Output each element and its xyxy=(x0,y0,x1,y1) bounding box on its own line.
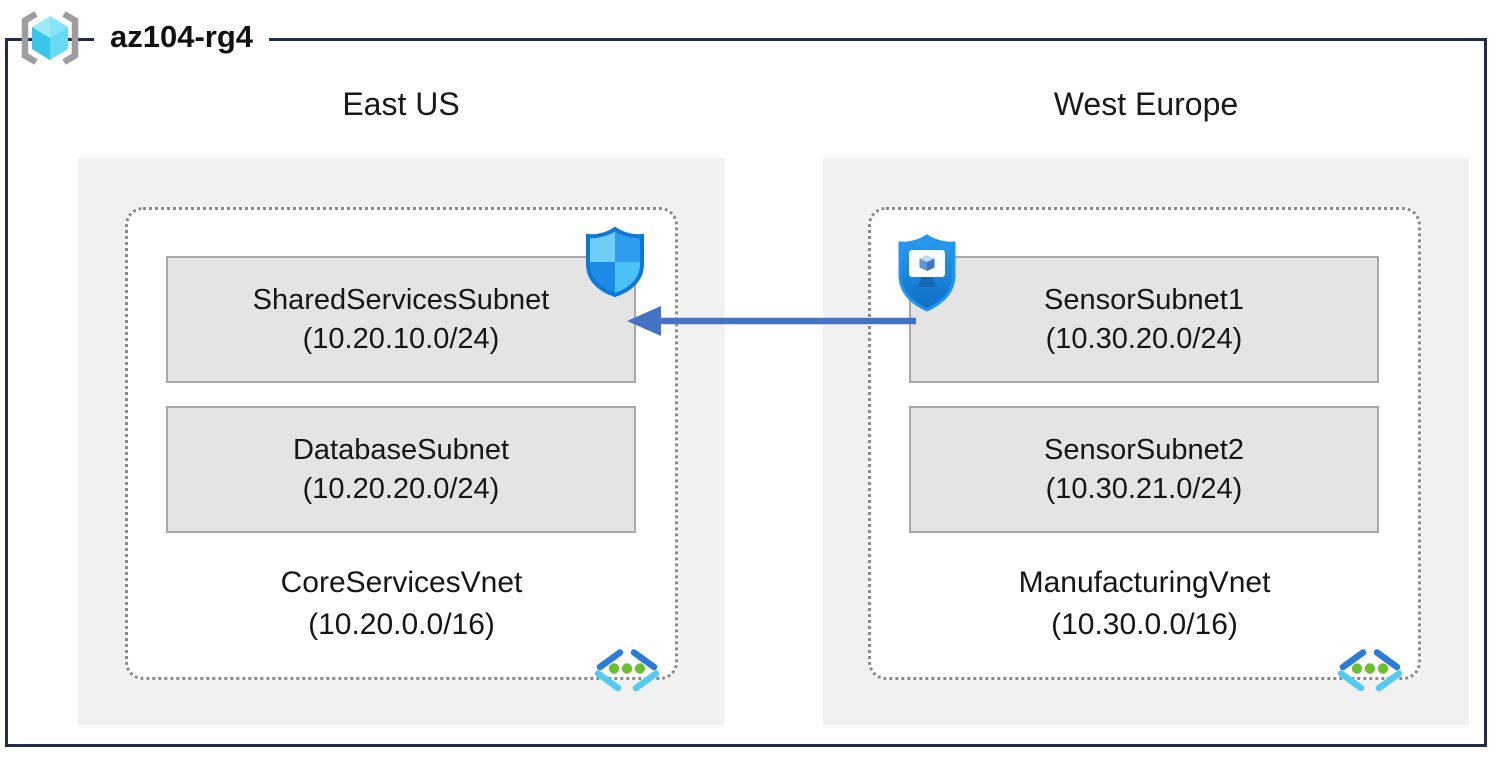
subnet-name: SensorSubnet1 xyxy=(1044,283,1244,316)
vnet-label-manufacturing: ManufacturingVnet (10.30.0.0/16) xyxy=(871,562,1418,646)
region-east-us: SharedServicesSubnet (10.20.10.0/24) Dat… xyxy=(78,158,724,725)
vnet-name: CoreServicesVnet xyxy=(280,566,523,599)
vnet-cidr: (10.20.0.0/16) xyxy=(308,608,495,641)
virtual-network-icon xyxy=(1337,649,1403,692)
vnet-label-coreservices: CoreServicesVnet (10.20.0.0/16) xyxy=(128,562,675,646)
resource-group-frame xyxy=(5,38,1487,747)
vnet-coreservices: SharedServicesSubnet (10.20.10.0/24) Dat… xyxy=(125,207,678,692)
network-security-group-shield-icon xyxy=(586,226,644,298)
subnet-cidr: (10.30.21.0/24) xyxy=(1045,472,1243,505)
subnet-cidr: (10.20.20.0/24) xyxy=(302,472,500,505)
subnet-cidr: (10.30.20.0/24) xyxy=(1045,322,1243,355)
subnet-sensor2: SensorSubnet2 (10.30.21.0/24) xyxy=(909,406,1379,533)
subnet-name: SharedServicesSubnet xyxy=(252,283,550,316)
region-label-east-us: East US xyxy=(342,86,460,122)
virtual-network-icon xyxy=(594,649,660,692)
subnet-sharedservices: SharedServicesSubnet (10.20.10.0/24) xyxy=(166,256,636,383)
resource-group-icon xyxy=(21,11,79,65)
subnet-name: DatabaseSubnet xyxy=(292,433,510,466)
region-label-west-europe: West Europe xyxy=(1053,86,1239,122)
subnet-cidr: (10.20.10.0/24) xyxy=(302,322,500,355)
peering-arrow xyxy=(627,306,916,336)
subnet-name: SensorSubnet2 xyxy=(1044,433,1244,466)
vnet-manufacturing: SensorSubnet1 (10.30.20.0/24) SensorSubn… xyxy=(868,207,1421,692)
application-security-group-shield-icon xyxy=(898,234,956,312)
resource-group-name: az104-rg4 xyxy=(94,14,270,60)
vnet-cidr: (10.30.0.0/16) xyxy=(1051,608,1238,641)
subnet-database: DatabaseSubnet (10.20.20.0/24) xyxy=(166,406,636,533)
vnet-name: ManufacturingVnet xyxy=(1018,566,1271,599)
subnet-sensor1: SensorSubnet1 (10.30.20.0/24) xyxy=(909,256,1379,383)
